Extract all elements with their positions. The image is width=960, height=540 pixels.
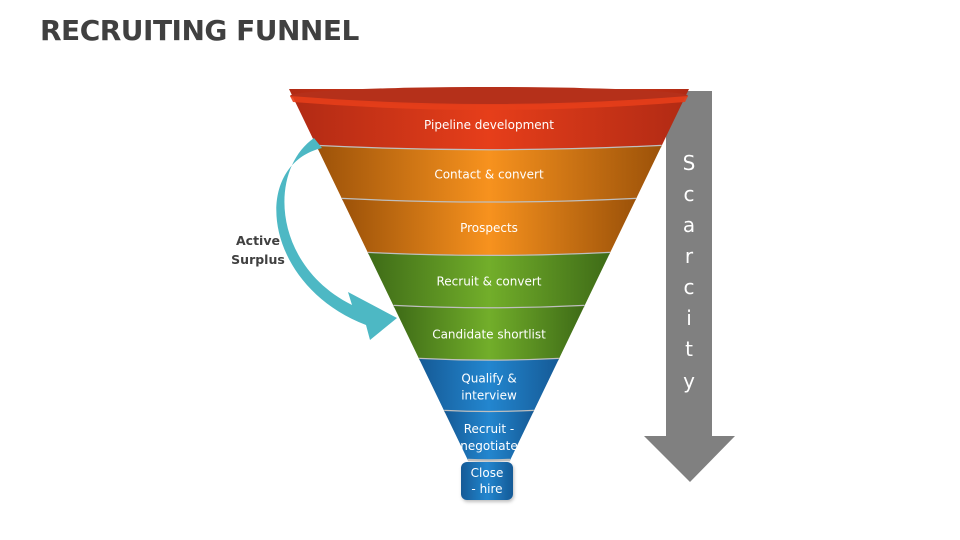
funnel-stage: Candidate shortlist	[393, 306, 585, 362]
stage-separator	[393, 304, 585, 310]
stage-separator	[467, 458, 511, 462]
scarcity-letter: i	[686, 306, 692, 330]
funnel-stage: Contact & convert	[316, 146, 662, 204]
stage-label: Close	[471, 466, 504, 480]
scarcity-letter: c	[684, 275, 695, 299]
stage-label: negotiate	[460, 439, 517, 453]
stage-separator	[316, 144, 662, 152]
funnel-stage-band	[393, 306, 585, 361]
stage-label: Recruit & convert	[436, 275, 541, 289]
surplus-label-line: Active	[236, 233, 280, 248]
scarcity-arrow-shape	[644, 91, 735, 482]
stage-label-top: Pipeline development	[424, 118, 554, 132]
scarcity-letter: y	[683, 369, 695, 393]
surplus-label-line: Surplus	[231, 252, 285, 267]
scarcity-letter: r	[685, 244, 694, 268]
stage-separator	[419, 357, 559, 362]
funnel-stage-band	[419, 359, 559, 413]
stage-label: Recruit -	[464, 422, 515, 436]
active-surplus-arrow	[276, 138, 397, 340]
funnel-stage: Qualify & interview	[419, 359, 559, 414]
funnel-stage: Recruit - negotiate	[444, 411, 534, 462]
stage-label: Prospects	[460, 221, 518, 235]
stage-label: Contact & convert	[434, 168, 544, 182]
close-hire-box	[461, 462, 513, 500]
funnel-rim-inner	[290, 96, 688, 110]
funnel-stage-band	[444, 411, 534, 461]
scarcity-letter: a	[683, 213, 695, 237]
curved-arrow-shape	[276, 138, 397, 340]
stage-label: Candidate shortlist	[432, 328, 546, 342]
funnel-stage: Prospects	[342, 199, 636, 258]
funnel-stage-band	[368, 253, 610, 309]
funnel-stage-band	[316, 146, 662, 203]
scarcity-letter: t	[685, 337, 693, 361]
page-title: RECRUITING FUNNEL	[40, 14, 359, 47]
stage-label: interview	[461, 389, 517, 403]
scarcity-letter: S	[683, 151, 696, 175]
funnel-rim	[290, 87, 688, 105]
funnel-stage-band	[342, 199, 636, 257]
scarcity-letter: c	[684, 182, 695, 206]
funnel-stage: Recruit & convert	[368, 253, 610, 310]
stage-label: Qualify &	[461, 372, 516, 386]
funnel-stage-close: Close - hire	[461, 462, 513, 500]
stage-label: - hire	[471, 482, 502, 496]
